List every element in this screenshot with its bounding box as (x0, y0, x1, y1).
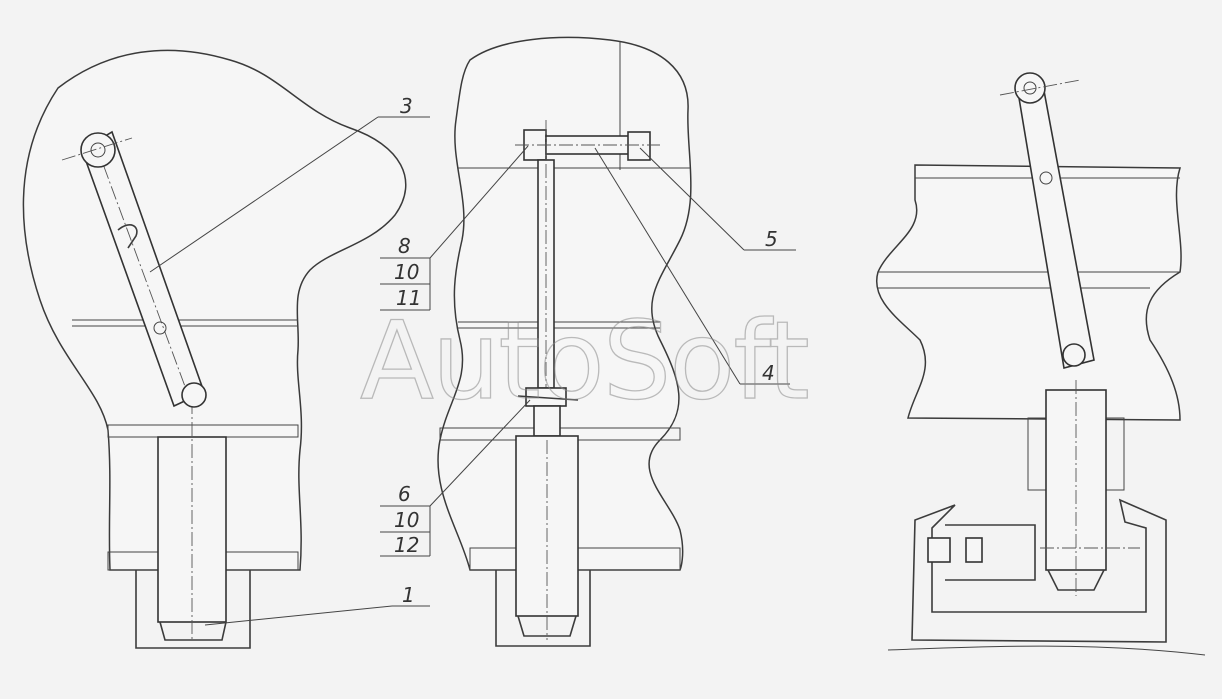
callout-5: 5 (765, 227, 778, 251)
leader-5-line (639, 147, 745, 251)
leader-1-line (204, 605, 393, 626)
view-middle-bolt-nut-right (627, 131, 651, 161)
view-left-lever-axis (95, 144, 191, 401)
leader-lines (149, 116, 796, 626)
callout-stack-bottom-2: 10 (394, 508, 419, 532)
view-middle (437, 36, 692, 647)
view-right-lower-pin (1062, 343, 1086, 367)
callout-4: 4 (762, 361, 775, 385)
view-right-upper-pin (1014, 72, 1046, 104)
callout-stack-top-1: 8 (398, 234, 411, 258)
callout-stack-top-2: 10 (394, 260, 419, 284)
view-right-saddle (911, 498, 1167, 643)
view-middle-bracket (495, 570, 591, 647)
view-right-upper-pin-axis (999, 79, 1081, 96)
callout-3: 3 (400, 94, 413, 118)
view-middle-cylinder-bottom (517, 615, 577, 637)
view-left-mid-pin (153, 321, 167, 335)
callout-stack-top-3: 11 (396, 286, 421, 310)
watermark-text: AutoSoft (360, 299, 808, 424)
view-right-u-bolt-nut-right (965, 537, 983, 563)
leader-stack-bottom-line (429, 399, 531, 507)
leader-4-line (594, 147, 741, 385)
view-right-ground-line (887, 645, 1206, 656)
view-middle-cotter-pin (517, 395, 579, 401)
view-left-upper-pin-hole (90, 142, 106, 158)
callout-1: 1 (402, 583, 415, 607)
leader-stack-top-line (429, 145, 529, 259)
view-right (875, 72, 1206, 656)
view-left-lever-slot (117, 224, 138, 249)
view-right-u-bolt-nut-left (927, 537, 951, 563)
view-middle-break-outline (437, 36, 692, 571)
leader-3-line (149, 116, 379, 273)
view-left-bracket (135, 570, 251, 649)
view-left-upper-pin-axis (61, 137, 133, 161)
callout-stack-bottom-3: 12 (394, 533, 419, 557)
view-left-upper-pin (80, 132, 116, 168)
view-left-cylinder-bottom (159, 621, 227, 641)
view-right-frame (875, 164, 1182, 421)
view-right-u-bolt (945, 524, 1036, 581)
view-right-upper-pin-hole (1023, 81, 1037, 95)
callout-stack-bottom-1: 6 (398, 482, 411, 506)
view-right-mid-pin (1039, 171, 1053, 185)
callout-labels: 3 1 5 4 8 10 11 6 10 12 (394, 94, 778, 607)
view-left-lower-pin (181, 382, 207, 408)
view-left (22, 49, 407, 649)
